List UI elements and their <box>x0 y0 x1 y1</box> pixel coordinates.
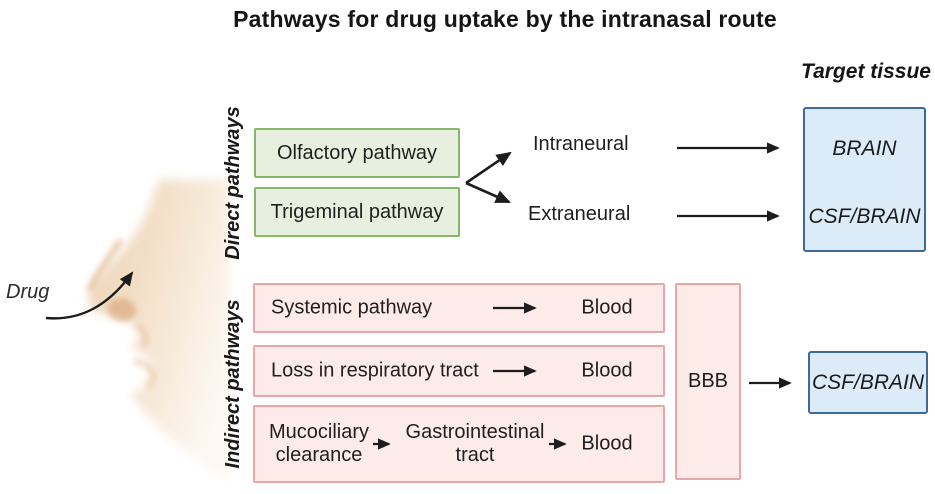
arrow-right-icon <box>373 438 391 450</box>
csf-brain-label: CSF/BRAIN <box>811 370 924 394</box>
page-title: Pathways for drug uptake by the intranas… <box>233 6 777 32</box>
philtrum-shadow <box>134 322 148 349</box>
intraneural-label: Intraneural <box>533 133 629 155</box>
nose-illustration <box>45 180 230 480</box>
arrow-right-icon <box>749 377 792 389</box>
brain-target-label: BRAIN <box>832 137 897 160</box>
nostril-shadow <box>107 298 137 322</box>
target-tissue-heading: Target tissue <box>801 60 931 83</box>
olfactory-pathway-label: Olfactory pathway <box>276 141 438 164</box>
arrow-right-icon <box>677 210 780 222</box>
respiratory-loss-row: Loss in respiratory tract Blood <box>253 345 665 397</box>
nose-bridge-shadow <box>86 238 124 293</box>
drug-path-arrow-icon <box>45 271 134 320</box>
respiratory-loss-label: Loss in respiratory tract <box>271 359 479 382</box>
csf-brain-target-label: CSF/BRAIN <box>808 205 921 228</box>
fork-arrows-icon <box>465 151 512 204</box>
drug-label: Drug <box>6 281 50 303</box>
arrow-right-icon <box>677 142 780 154</box>
trigeminal-pathway-box: Trigeminal pathway <box>254 187 460 237</box>
systemic-pathway-row: Systemic pathway Blood <box>253 283 665 333</box>
extraneural-label: Extraneural <box>528 203 631 225</box>
olfactory-pathway-box: Olfactory pathway <box>254 128 460 178</box>
trigeminal-pathway-label: Trigeminal pathway <box>270 200 444 223</box>
indirect-pathways-section-label: Indirect pathways <box>221 299 244 469</box>
blood-label: Blood <box>581 296 633 319</box>
bbb-label: BBB <box>687 370 729 392</box>
bbb-box: BBB <box>675 283 741 480</box>
gastrointestinal-tract-label: Gastrointestinal tract <box>405 421 545 466</box>
csf-brain-box: CSF/BRAIN <box>808 351 928 414</box>
arrow-right-icon <box>549 438 567 450</box>
mucociliary-clearance-label: Mucociliary clearance <box>268 421 370 466</box>
arrow-right-icon <box>493 365 537 377</box>
direct-pathways-section-label: Direct pathways <box>221 106 244 260</box>
lip-shadow <box>133 358 157 391</box>
mucociliary-clearance-row: Mucociliary clearance Gastrointestinal t… <box>253 405 665 483</box>
systemic-pathway-label: Systemic pathway <box>271 296 433 319</box>
blood-label: Blood <box>581 359 633 382</box>
blood-label: Blood <box>581 432 633 455</box>
arrow-right-icon <box>493 302 537 314</box>
face-profile-shape <box>88 180 230 480</box>
target-tissue-box: BRAIN CSF/BRAIN <box>803 107 926 252</box>
